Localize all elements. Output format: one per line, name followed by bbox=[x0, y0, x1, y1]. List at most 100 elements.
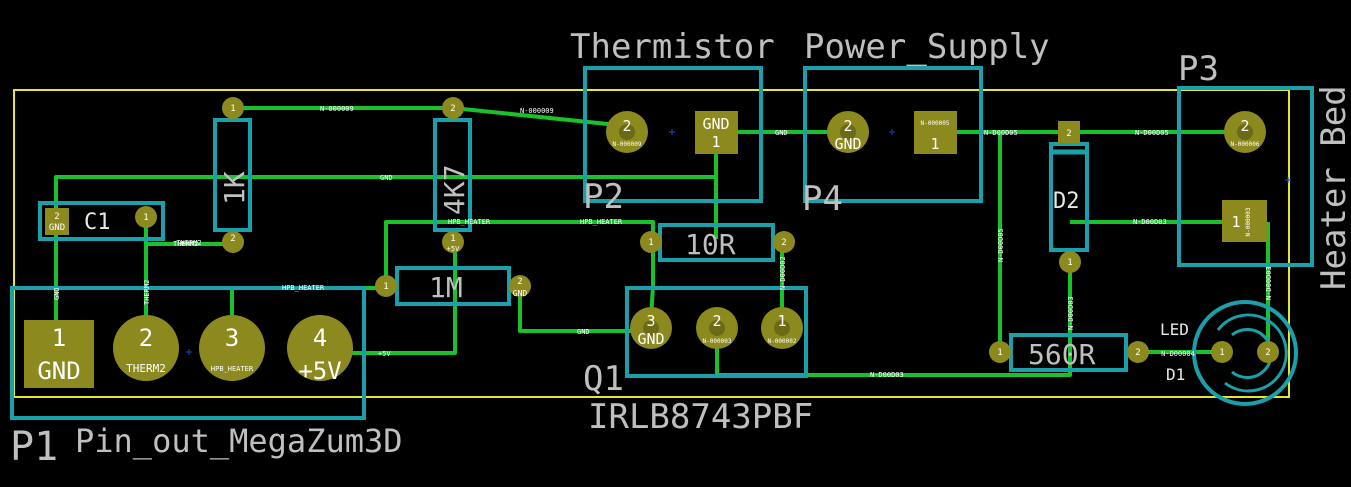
drill-hole bbox=[619, 124, 635, 140]
net-label: HPB_HEATER bbox=[282, 284, 325, 292]
net-label: N-D00D03 bbox=[1067, 296, 1075, 330]
drill-hole bbox=[709, 320, 725, 336]
r1k-pin2-net: THERM2 bbox=[176, 239, 201, 247]
c1-pin2-num: 2 bbox=[54, 212, 59, 222]
r1m-pad-2[interactable] bbox=[509, 275, 531, 297]
courtyard-c1 bbox=[38, 201, 165, 241]
anchor-cross bbox=[889, 129, 895, 135]
net-label: THERM2 bbox=[143, 280, 151, 305]
p1-value: Pin_out_MegaZum3D bbox=[75, 422, 403, 460]
p3-pin2-num: 2 bbox=[1240, 117, 1249, 135]
r4k7-pin1-net: +5V bbox=[447, 245, 460, 253]
trace-10r-q1 bbox=[649, 242, 655, 319]
c1-pin1-num: 1 bbox=[143, 213, 148, 223]
p1-pin1-net: GND bbox=[37, 357, 80, 385]
courtyard-p4 bbox=[803, 66, 983, 203]
r1m-pad-1[interactable] bbox=[375, 275, 397, 297]
drill-hole bbox=[643, 320, 659, 336]
trace-gnd-top bbox=[54, 140, 718, 222]
r560-pad-2[interactable] bbox=[1127, 341, 1149, 363]
net-label: HPB_HEATER bbox=[580, 218, 623, 226]
r1m-pin2-num: 2 bbox=[517, 277, 522, 287]
courtyard-p1 bbox=[10, 286, 366, 420]
p1-ref: P1 bbox=[10, 424, 58, 470]
p2-pin2-net: N-000009 bbox=[613, 141, 642, 148]
silkscreen: P1 Pin_out_MegaZum3D Thermistor P2 Power… bbox=[10, 27, 1351, 470]
q1-ref: Q1 bbox=[583, 359, 624, 399]
r4k7-value: 4K7 bbox=[438, 164, 471, 215]
trace-n3-bottom bbox=[715, 328, 1072, 377]
p1-pad-2[interactable] bbox=[113, 315, 179, 381]
r560-pad-1[interactable] bbox=[989, 341, 1011, 363]
net-label: GND bbox=[53, 287, 61, 300]
p4-pin1-num: N-000005 bbox=[921, 120, 950, 127]
pad-labels: 1 GND 2 THERM2 3 HPB_HEATER 4 +5V 2 N-00… bbox=[37, 104, 1270, 385]
net-labels: N-000009 N-000009 GND GND GND GND HPB_HE… bbox=[53, 105, 1273, 379]
r1m-value: 1M bbox=[429, 271, 463, 304]
r10r-pad-1[interactable] bbox=[640, 231, 662, 253]
r1k-pad-2[interactable] bbox=[222, 231, 244, 253]
p2-pin2-num: 2 bbox=[622, 117, 631, 135]
r4k7-pad-1[interactable] bbox=[442, 231, 464, 253]
d1-pin1-num: 1 bbox=[1219, 348, 1224, 358]
r10r-pin2-num: 2 bbox=[781, 238, 786, 248]
trace-1m-q1 bbox=[518, 286, 651, 333]
q1-pin2-num: 2 bbox=[712, 312, 721, 330]
board-outline bbox=[13, 89, 1290, 398]
r10r-value: 10R bbox=[685, 228, 736, 261]
r560-value: 560R bbox=[1028, 338, 1096, 371]
d1-value: LED bbox=[1160, 320, 1189, 339]
courtyard-d1 bbox=[1192, 300, 1298, 406]
net-label: GND bbox=[380, 174, 393, 182]
net-label: N-000009 bbox=[520, 107, 554, 115]
d1-pad-2[interactable] bbox=[1257, 341, 1279, 363]
p3-pad-1[interactable] bbox=[1222, 200, 1267, 242]
p4-ref: P4 bbox=[802, 179, 843, 219]
net-label: N-D00D05 bbox=[997, 228, 1005, 262]
p2-pad-1[interactable] bbox=[695, 111, 738, 154]
d1-pin2-num: 2 bbox=[1265, 348, 1270, 358]
drill-hole bbox=[840, 124, 856, 140]
p1-pad-4[interactable] bbox=[287, 315, 353, 381]
courtyard-d2 bbox=[1049, 142, 1089, 252]
p1-pad-3[interactable] bbox=[199, 315, 265, 381]
courtyard-p2 bbox=[583, 66, 763, 203]
p1-pin4-num: 4 bbox=[313, 324, 327, 352]
q1-value: IRLB8743PBF bbox=[588, 397, 813, 437]
d2-pad-1[interactable] bbox=[1059, 251, 1081, 273]
anchor-marks bbox=[186, 129, 1291, 355]
c1-ref: C1 bbox=[84, 210, 111, 235]
p1-pin2-net: THERM2 bbox=[126, 362, 166, 375]
r560-pin2-num: 2 bbox=[1135, 348, 1140, 358]
r1k-pin2-num: 2 bbox=[230, 234, 235, 244]
net-label: GND bbox=[775, 129, 788, 137]
r10r-pad-2[interactable] bbox=[773, 231, 795, 253]
q1-pin3-net: GND bbox=[637, 330, 664, 348]
p3-pin2-net: N-000006 bbox=[1231, 141, 1260, 148]
d1-pad-1[interactable] bbox=[1211, 341, 1233, 363]
r1m-pin2-net: GND bbox=[513, 289, 528, 298]
p3-pin1-net: N-000003 bbox=[1245, 207, 1252, 236]
p1-pad-1[interactable] bbox=[24, 320, 94, 388]
courtyard-4k7 bbox=[433, 118, 472, 232]
p2-pin1-num: GND bbox=[702, 115, 729, 133]
q1-pin3-num: 3 bbox=[646, 312, 655, 330]
courtyard-1k bbox=[213, 118, 252, 232]
p1-pin1-num: 1 bbox=[52, 324, 66, 352]
r4k7-pad-2[interactable] bbox=[442, 97, 464, 119]
net-label: THERM2 bbox=[173, 240, 198, 248]
r1m-pin1-num: 1 bbox=[383, 282, 388, 292]
p4-pin1-net: 1 bbox=[930, 135, 939, 153]
d2-pin2-num: 2 bbox=[1066, 129, 1071, 139]
c1-pad-2[interactable] bbox=[45, 208, 69, 235]
q1-pin1-net: N-000002 bbox=[768, 338, 797, 345]
r1k-pad-1[interactable] bbox=[222, 97, 244, 119]
p4-pin2-num: 2 bbox=[843, 117, 852, 135]
r4k7-pin1-num: 1 bbox=[450, 234, 455, 244]
net-label: GND bbox=[577, 328, 590, 336]
p4-pad-1[interactable] bbox=[914, 111, 957, 154]
net-label: N-000009 bbox=[320, 105, 354, 113]
d2-pad-2[interactable] bbox=[1058, 121, 1080, 143]
c1-pad-1[interactable] bbox=[135, 206, 157, 228]
courtyard-p3 bbox=[1177, 86, 1314, 267]
